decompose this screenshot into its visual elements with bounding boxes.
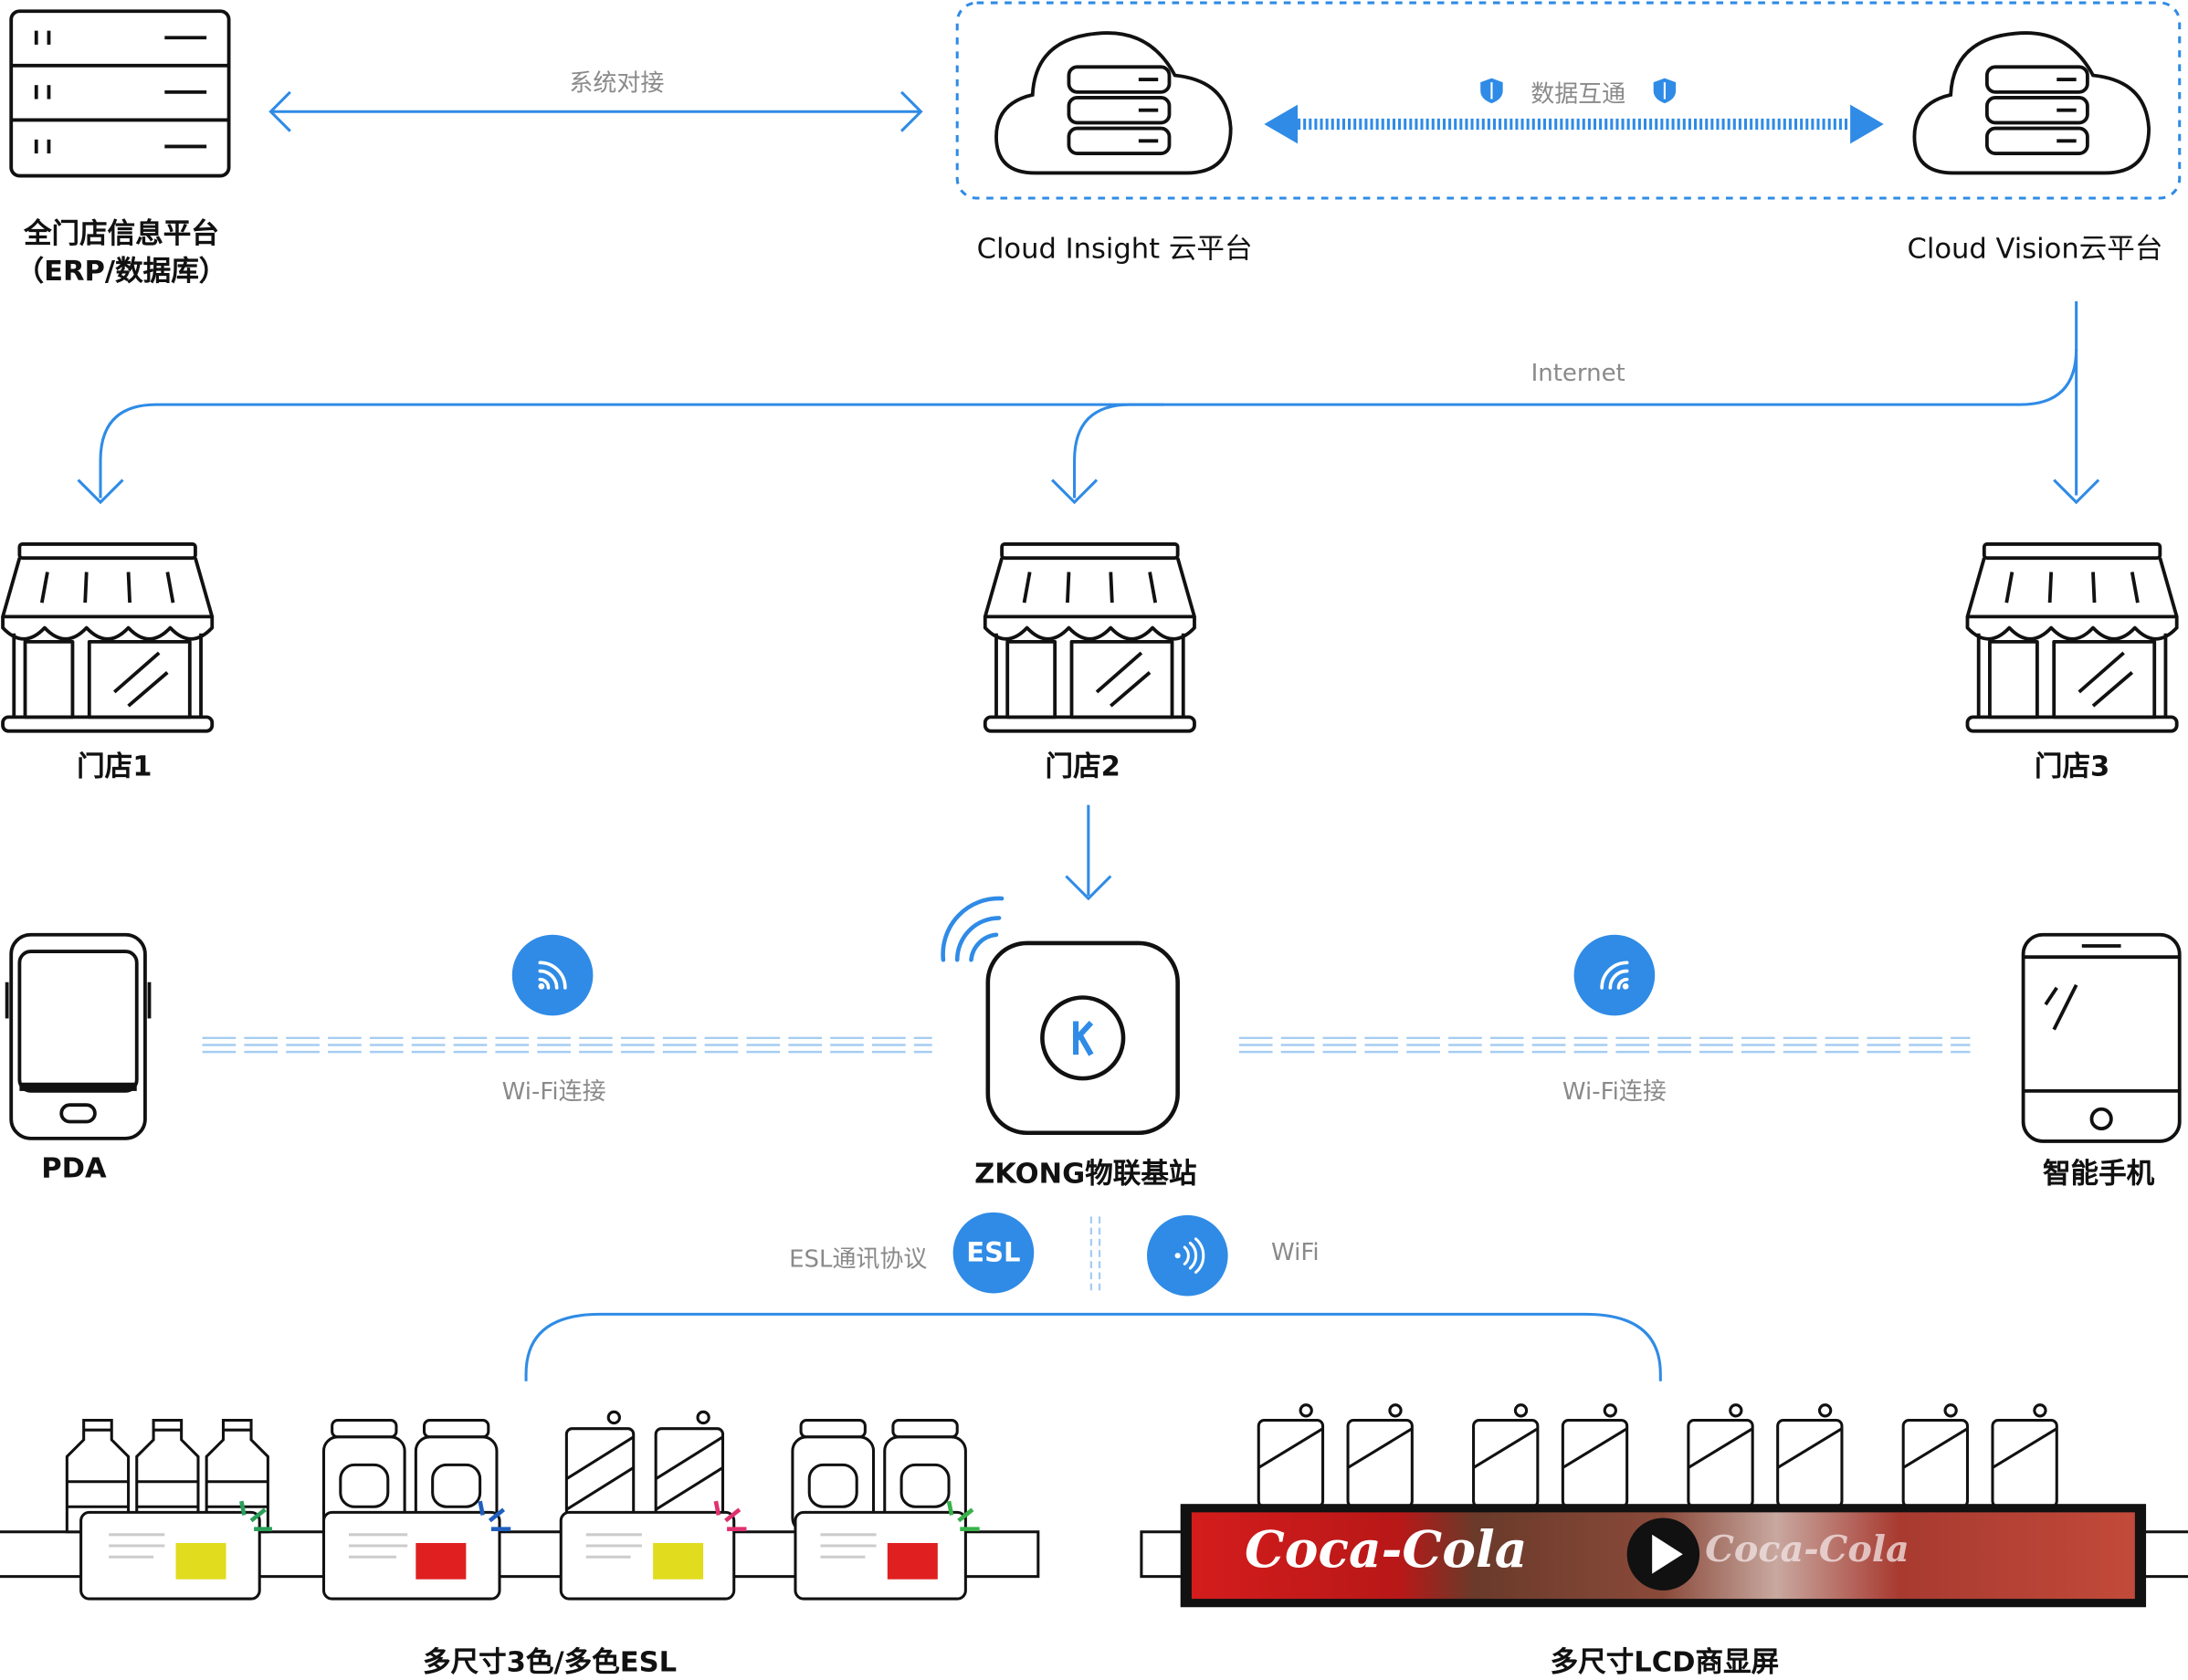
- wifi-right-label: Wi-Fi连接: [1562, 1078, 1667, 1107]
- internet-label: Internet: [1531, 360, 1625, 388]
- wifi-left-label: Wi-Fi连接: [501, 1078, 606, 1107]
- esl-protocol-label: ESL通讯协议: [789, 1245, 928, 1275]
- store-icon: [1965, 542, 2179, 733]
- jar-group-icon: [321, 1418, 499, 1534]
- wifi-icon: [538, 961, 567, 990]
- store-icon: [983, 542, 1196, 733]
- signal-icon: [1174, 1237, 1205, 1275]
- esl-tag-icon: [559, 1500, 747, 1601]
- store-icon: [1, 542, 215, 733]
- esl-tag-icon: [79, 1500, 272, 1601]
- server-icon: [9, 9, 231, 178]
- esl-badge: ESL: [952, 1212, 1035, 1294]
- can-group-icon: [564, 1410, 725, 1534]
- data-exchange-label: 数据互通: [1531, 80, 1626, 110]
- lcd-ad-logo: Coca-Cola: [1244, 1520, 1528, 1580]
- bottle-group-icon: [65, 1418, 269, 1534]
- pda-icon: [5, 932, 152, 1140]
- store-2-label: 门店2: [1045, 749, 1120, 783]
- shield-icon: [1653, 78, 1677, 104]
- system-link-label: 系统对接: [569, 69, 665, 98]
- esl-tag-icon: [321, 1500, 511, 1601]
- base-station-icon: [941, 896, 1180, 1136]
- esl-tag-icon: [794, 1500, 980, 1601]
- base-station-label: ZKONG物联基站: [974, 1156, 1197, 1191]
- erp-label-line2: （ERP/数据库）: [16, 254, 227, 288]
- esl-shelf-label: 多尺寸3色/多色ESL: [422, 1644, 678, 1679]
- wifi-badge: [511, 934, 594, 1016]
- cloud-vision-label: Cloud Vision云平台: [1907, 231, 2163, 266]
- cloud-insight-label: Cloud Insight 云平台: [976, 231, 1253, 266]
- can-group-icon: [1257, 1403, 2058, 1508]
- wifi-badge: [1573, 934, 1656, 1016]
- lcd-ad-logo-repeat: Coca-Cola: [1705, 1528, 1909, 1571]
- wifi-signal-badge: [1147, 1214, 1228, 1297]
- cloud-server-icon: [994, 31, 1233, 175]
- jar-group-icon: [791, 1418, 967, 1534]
- store-3-label: 门店3: [2034, 749, 2110, 783]
- pda-label: PDA: [41, 1150, 107, 1185]
- smartphone-icon: [2021, 932, 2182, 1143]
- cloud-server-icon: [1912, 31, 2151, 175]
- wifi-protocol-label: WiFi: [1271, 1238, 1320, 1267]
- shield-icon: [1480, 78, 1503, 104]
- store-1-label: 门店1: [77, 749, 153, 783]
- lcd-shelf-label: 多尺寸LCD商显屏: [1550, 1644, 1780, 1679]
- smartphone-label: 智能手机: [2042, 1156, 2155, 1191]
- erp-label-line1: 全门店信息平台: [23, 215, 219, 250]
- wifi-icon: [1600, 961, 1629, 990]
